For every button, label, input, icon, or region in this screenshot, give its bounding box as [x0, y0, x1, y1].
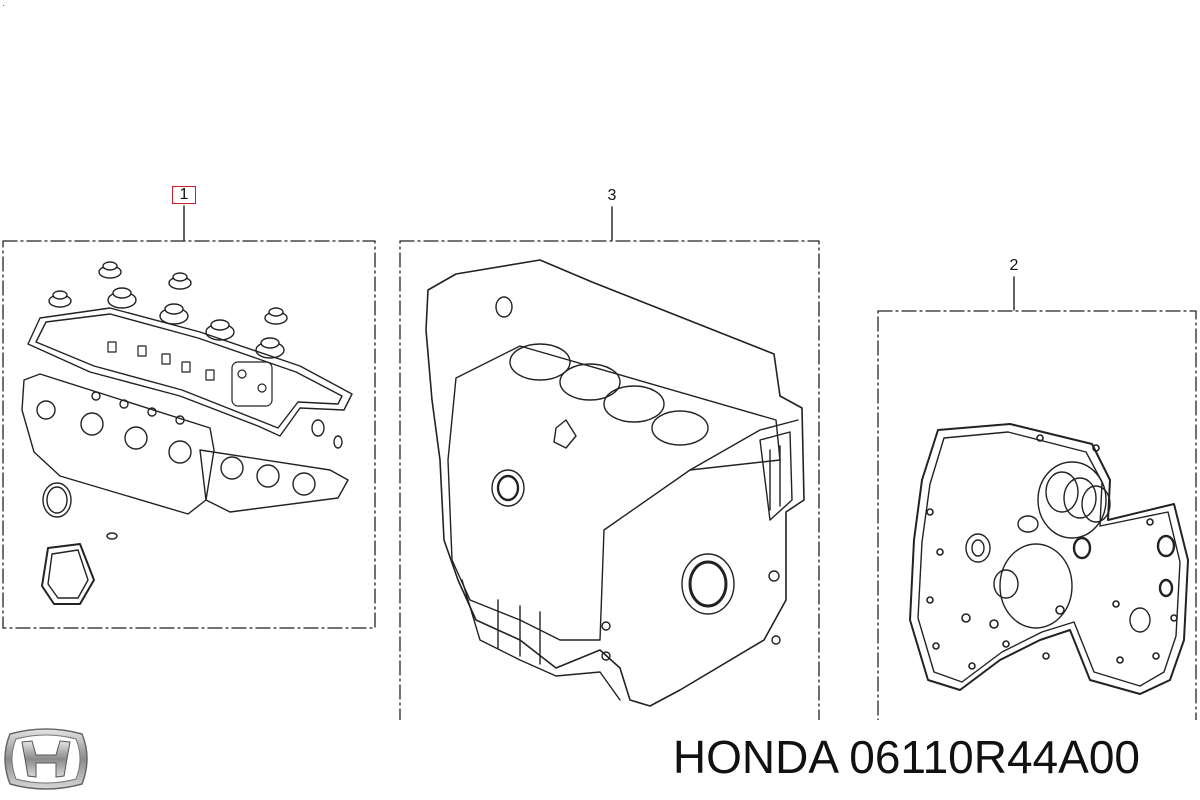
callout-kit-3[interactable]: 3 [607, 187, 617, 204]
part-number-title: HONDA 06110R44A00 [672, 731, 1140, 783]
kit-2-frame [877, 310, 1197, 720]
callout-kit-2[interactable]: 2 [1009, 257, 1019, 274]
exploded-parts-diagram [2, 205, 1197, 720]
corner-mark: · [2, 0, 6, 11]
kit-1-frame [2, 240, 376, 629]
callout-kit-1[interactable]: 1 [172, 186, 196, 204]
honda-logo-icon [4, 728, 88, 790]
kit-3-frame [399, 240, 820, 720]
head-gasket-kit-illustration [21, 261, 353, 605]
engine-block-kit-illustration [425, 259, 805, 707]
transmission-kit-illustration [909, 423, 1189, 695]
